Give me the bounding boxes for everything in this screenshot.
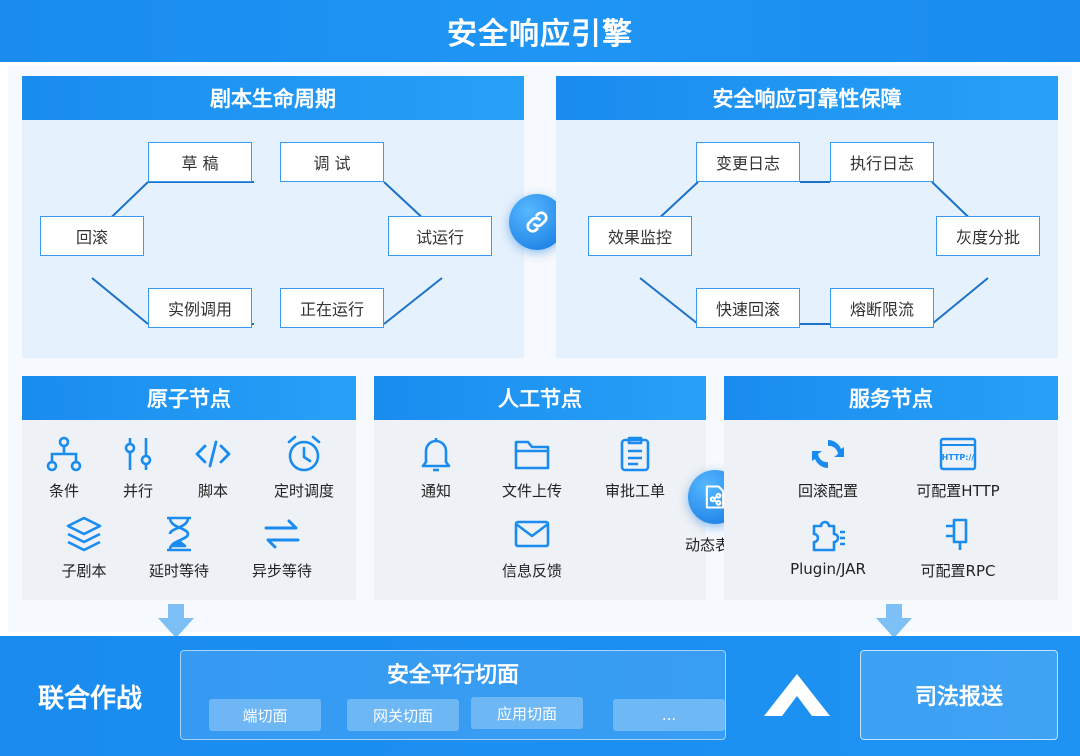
reliability-title: 安全响应可靠性保障 bbox=[556, 76, 1058, 120]
service-title: 服务节点 bbox=[724, 376, 1058, 420]
down-arrow-icon bbox=[158, 604, 194, 638]
atomic-subplaybook: 子剧本 bbox=[34, 514, 134, 581]
node-debug: 调 试 bbox=[280, 142, 384, 182]
service-card: 服务节点 回滚配置 HTTP:// 可配置HTTP Plugin/JAR bbox=[724, 376, 1058, 600]
chip-endpoint: 端切面 bbox=[209, 699, 321, 731]
connector bbox=[383, 277, 443, 325]
atomic-delay-wait: 延时等待 bbox=[129, 514, 229, 581]
folder-icon bbox=[514, 440, 550, 470]
node-quick-rollback: 快速回滚 bbox=[696, 288, 800, 328]
manual-card: 人工节点 通知 文件上传 审批工单 信息反馈 bbox=[374, 376, 706, 600]
service-rpc-config: 可配置RPC bbox=[908, 514, 1008, 581]
atomic-script: 脚本 bbox=[163, 434, 263, 501]
node-fuse-limit: 熔断限流 bbox=[830, 288, 934, 328]
service-rollback-config: 回滚配置 bbox=[778, 434, 878, 501]
node-monitor: 效果监控 bbox=[588, 216, 692, 256]
manual-feedback: 信息反馈 bbox=[482, 514, 582, 581]
chip-application: 应用切面 bbox=[471, 697, 583, 729]
node-gray-release: 灰度分批 bbox=[936, 216, 1040, 256]
judicial-report-box: 司法报送 bbox=[860, 650, 1058, 740]
parallel-aspect-box: 安全平行切面 端切面 网关切面 应用切面 ... bbox=[180, 650, 726, 740]
node-exec-log: 执行日志 bbox=[830, 142, 934, 182]
service-plugin-jar: Plugin/JAR bbox=[778, 514, 878, 578]
layers-icon bbox=[66, 516, 102, 552]
reliability-body: 变更日志 执行日志 效果监控 灰度分批 快速回滚 熔断限流 bbox=[556, 120, 1058, 358]
manual-file-upload: 文件上传 bbox=[482, 434, 582, 501]
clipboard-icon bbox=[620, 436, 650, 472]
plug-icon bbox=[946, 518, 968, 550]
manual-title: 人工节点 bbox=[374, 376, 706, 420]
link-icon bbox=[509, 194, 565, 250]
manual-body: 通知 文件上传 审批工单 信息反馈 bbox=[374, 420, 706, 600]
code-icon bbox=[195, 440, 231, 468]
http-browser-icon: HTTP:// bbox=[939, 437, 977, 471]
atomic-title: 原子节点 bbox=[22, 376, 356, 420]
mail-icon bbox=[514, 520, 550, 548]
node-draft: 草 稿 bbox=[148, 142, 252, 182]
node-change-log: 变更日志 bbox=[696, 142, 800, 182]
connector bbox=[639, 277, 699, 325]
alarm-clock-icon bbox=[287, 435, 321, 472]
chip-gateway: 网关切面 bbox=[347, 699, 459, 731]
down-arrow-icon bbox=[876, 604, 912, 638]
atomic-card: 原子节点 条件 并行 脚本 定时调度 bbox=[22, 376, 356, 600]
node-trial-run: 试运行 bbox=[388, 216, 492, 256]
connector bbox=[931, 277, 989, 325]
hourglass-icon bbox=[167, 516, 191, 552]
atomic-body: 条件 并行 脚本 定时调度 子剧本 bbox=[22, 420, 356, 600]
page-title: 安全响应引擎 bbox=[0, 0, 1080, 62]
tree-icon bbox=[46, 436, 82, 472]
lifecycle-panel: 剧本生命周期 草 稿 调 试 回滚 试运行 实例调用 正在运行 bbox=[22, 76, 524, 358]
parallel-aspect-title: 安全平行切面 bbox=[386, 663, 519, 688]
lifecycle-body: 草 稿 调 试 回滚 试运行 实例调用 正在运行 bbox=[22, 120, 524, 358]
chip-more: ... bbox=[613, 699, 725, 731]
connector bbox=[91, 277, 149, 325]
refresh-icon bbox=[812, 440, 844, 468]
swap-arrows-icon bbox=[264, 519, 300, 549]
atomic-parallel: 并行 bbox=[88, 434, 188, 501]
service-http-config: HTTP:// 可配置HTTP bbox=[908, 434, 1008, 501]
bell-icon bbox=[421, 438, 451, 472]
node-running: 正在运行 bbox=[280, 288, 384, 328]
service-body: 回滚配置 HTTP:// 可配置HTTP Plugin/JAR 可配置RPC bbox=[724, 420, 1058, 600]
joint-operations-label: 联合作战 bbox=[38, 684, 143, 714]
svg-text:HTTP://: HTTP:// bbox=[942, 453, 975, 462]
node-rollback: 回滚 bbox=[40, 216, 144, 256]
manual-approval: 审批工单 bbox=[585, 434, 685, 501]
node-instance-call: 实例调用 bbox=[148, 288, 252, 328]
puzzle-icon bbox=[812, 520, 845, 552]
manual-notify: 通知 bbox=[386, 434, 486, 501]
atomic-condition: 条件 bbox=[14, 434, 114, 501]
atomic-async-wait: 异步等待 bbox=[232, 514, 332, 581]
reliability-panel: 安全响应可靠性保障 变更日志 执行日志 效果监控 灰度分批 快速回滚 熔断限流 bbox=[556, 76, 1058, 358]
lifecycle-title: 剧本生命周期 bbox=[22, 76, 524, 120]
atomic-schedule: 定时调度 bbox=[254, 434, 354, 501]
up-chevron-icon bbox=[764, 674, 830, 716]
sliders-icon bbox=[124, 438, 152, 470]
